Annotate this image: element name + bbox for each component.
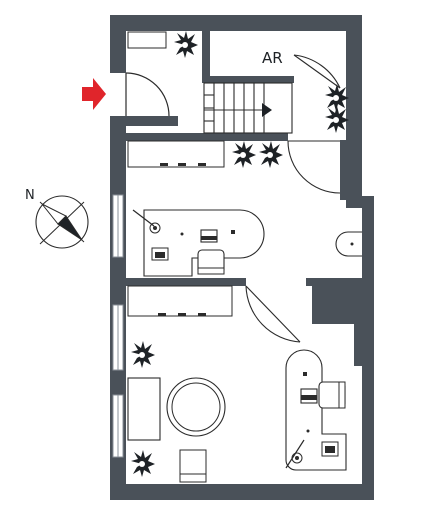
phone-icon xyxy=(321,441,339,457)
entry-door[interactable] xyxy=(125,72,170,117)
wall-ar-side xyxy=(340,140,346,200)
plant-icon xyxy=(174,31,198,58)
office-door[interactable] xyxy=(245,285,301,343)
entry-arrow-icon xyxy=(82,78,106,110)
wall-right-lower xyxy=(362,196,374,500)
counter-top xyxy=(127,140,225,168)
plant-icon xyxy=(325,106,349,133)
desk-lamp-icon xyxy=(285,439,305,469)
north-label: N xyxy=(25,188,35,203)
ar-door[interactable] xyxy=(293,54,341,89)
wall-entry-bottom xyxy=(110,116,178,126)
desk-right xyxy=(285,349,347,471)
sink-icon xyxy=(335,231,362,257)
wall-right-upper xyxy=(346,15,362,200)
wall-left-upper xyxy=(110,15,126,73)
counter-bottom xyxy=(127,285,233,317)
plant-icon xyxy=(131,450,155,477)
desk-middle xyxy=(143,209,265,277)
wall-mid-right xyxy=(306,278,362,286)
chair-icon xyxy=(179,449,207,483)
wall-stair-left xyxy=(202,31,210,83)
wall-bottom xyxy=(110,484,374,500)
interior-walls xyxy=(110,31,362,366)
wall-column-dark xyxy=(312,286,362,324)
stairs xyxy=(203,82,293,134)
round-table-icon xyxy=(166,377,226,437)
phone-icon xyxy=(151,247,169,261)
wall-mid xyxy=(126,278,246,286)
sofa xyxy=(127,377,161,441)
plant-icon xyxy=(131,341,155,368)
corridor-door[interactable] xyxy=(287,140,341,194)
plant-icon xyxy=(259,141,283,168)
wall-column xyxy=(354,286,362,366)
desk-lamp-icon xyxy=(132,209,161,234)
wall-top xyxy=(110,15,362,31)
plant-icon xyxy=(325,84,349,111)
wall-stair-top xyxy=(202,76,294,83)
stairs-direction-icon xyxy=(262,103,272,117)
wall-stair-bottom xyxy=(126,133,288,141)
plant-icon xyxy=(232,141,256,168)
shelf-top xyxy=(127,31,167,49)
ar-label: AR xyxy=(262,49,283,67)
compass-icon: N xyxy=(25,188,89,249)
